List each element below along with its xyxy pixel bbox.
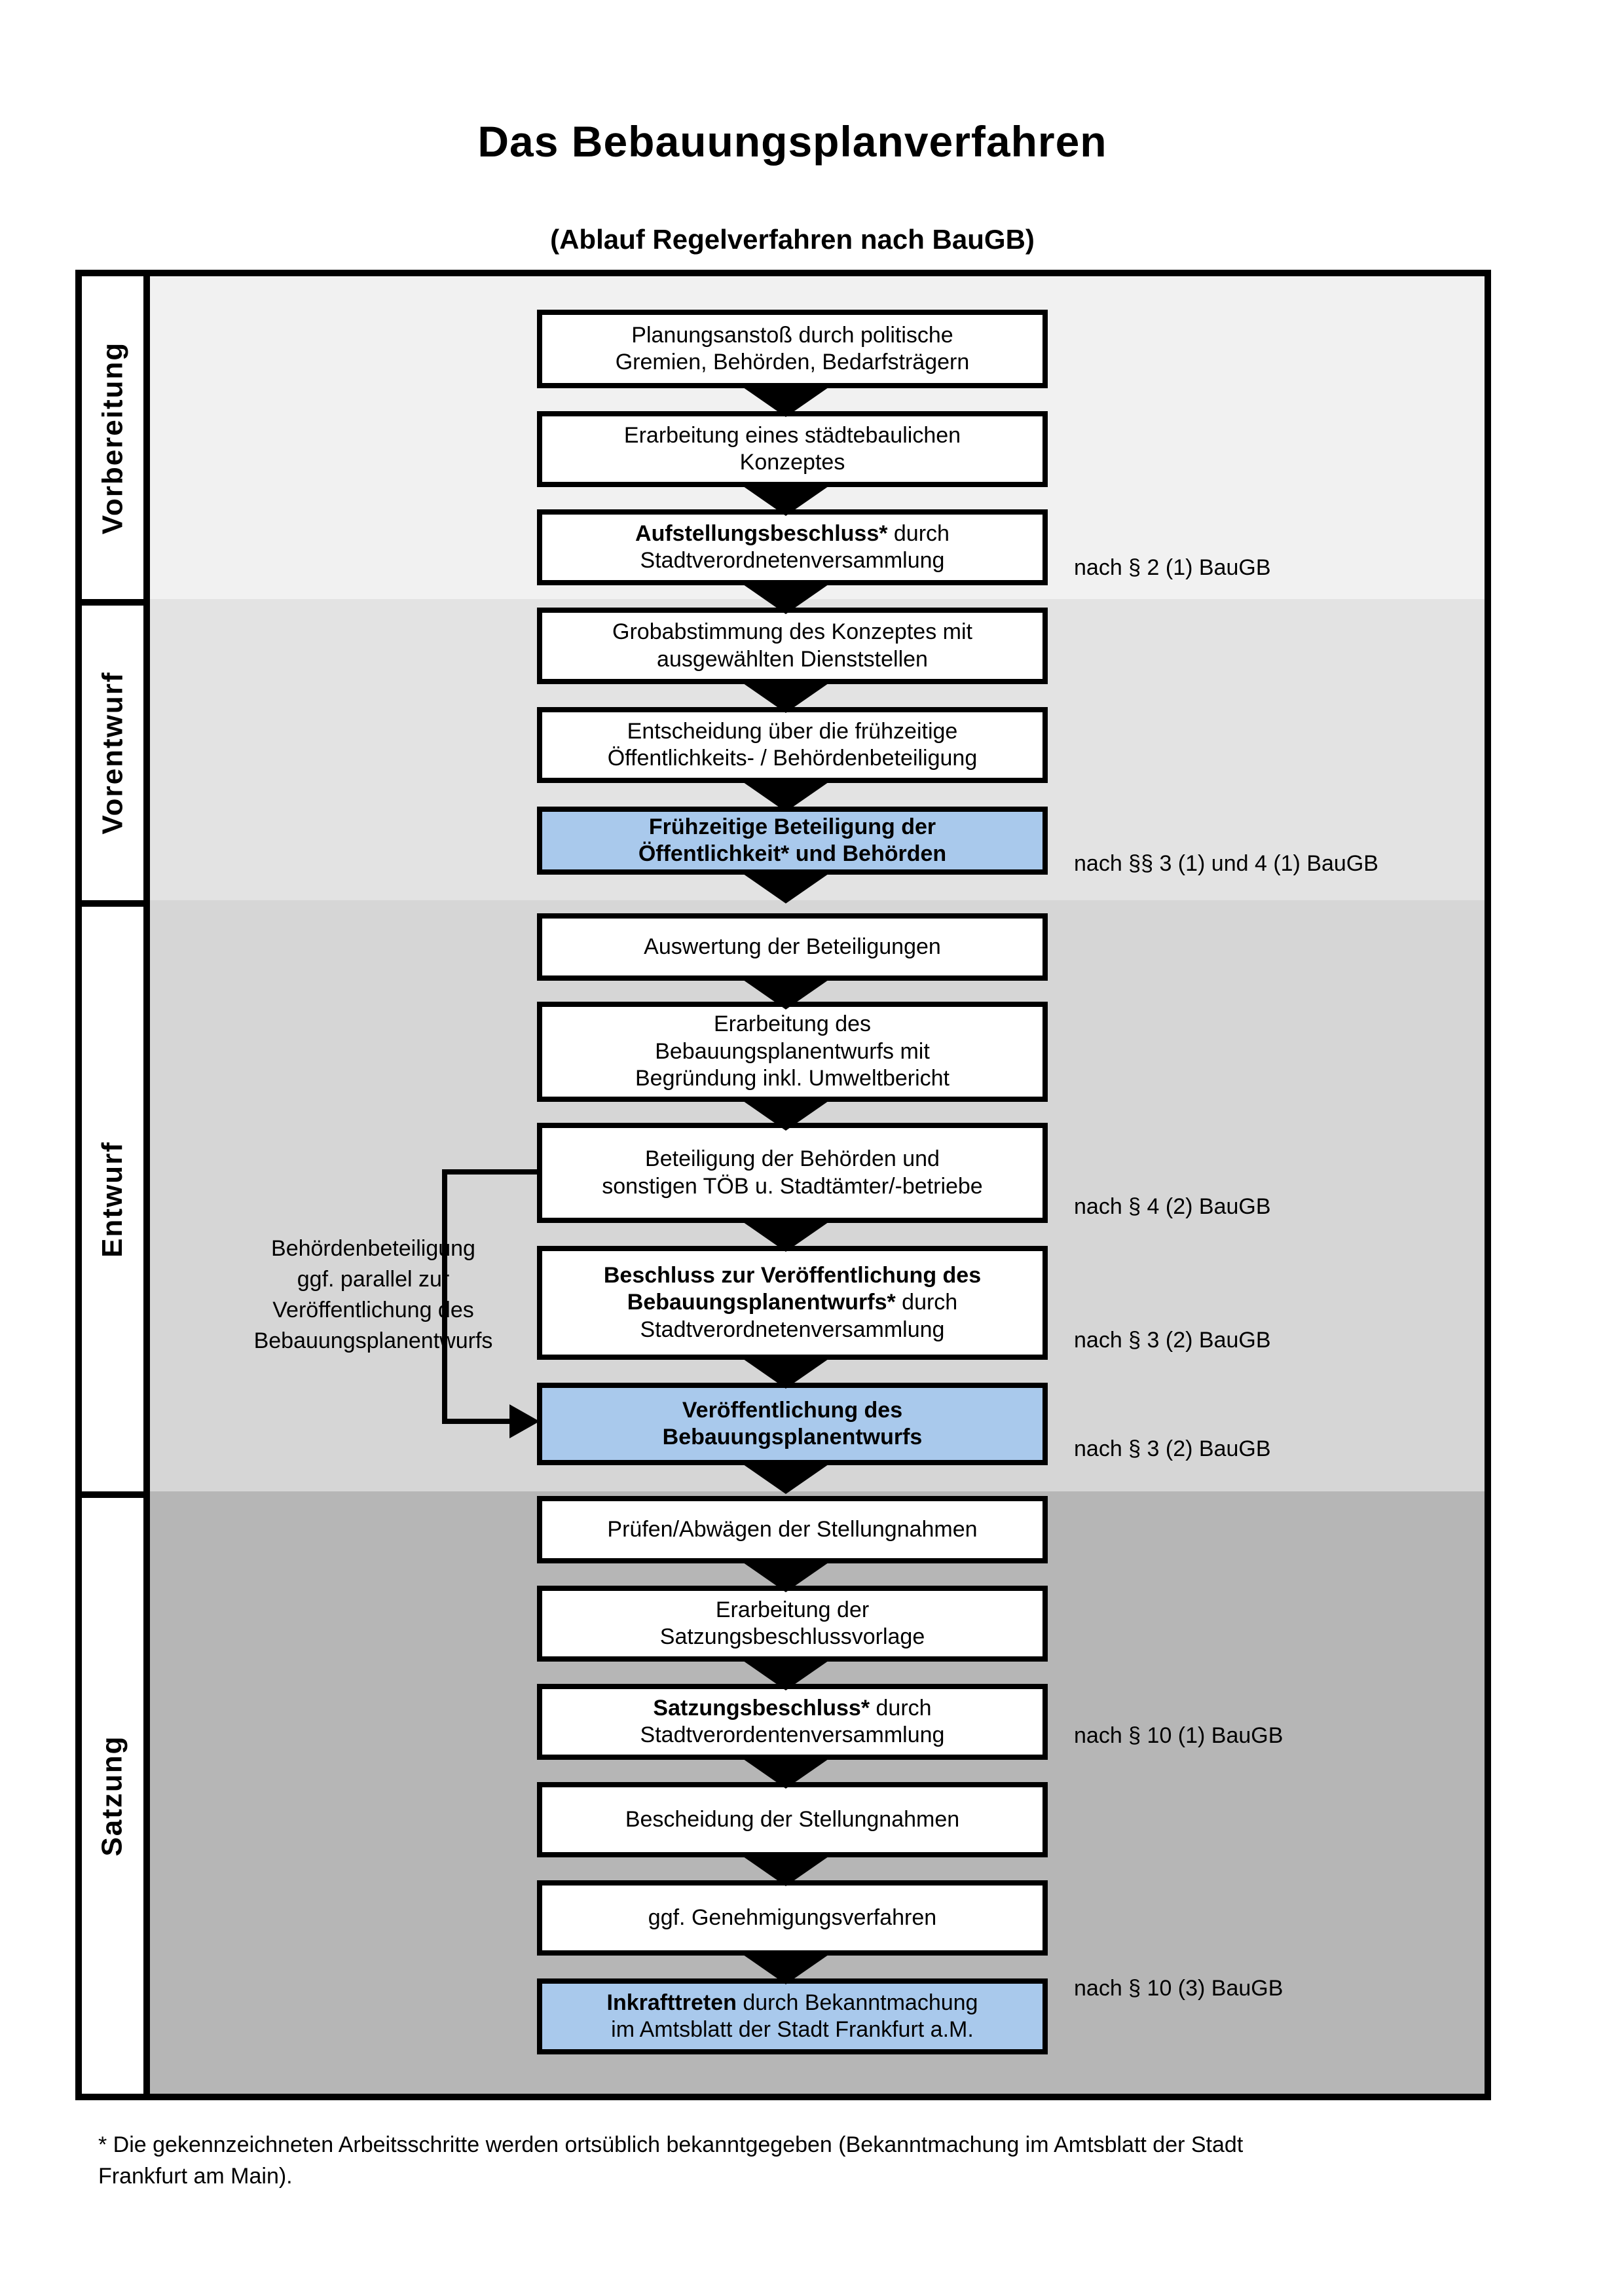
phase-label-satzung: Satzung bbox=[82, 1498, 143, 2094]
arrow-down-icon bbox=[739, 779, 833, 812]
arrow-down-icon bbox=[739, 1658, 833, 1690]
legal-reference: nach § 3 (2) BauGB bbox=[1074, 1328, 1271, 1353]
step-aufstellungsbeschluss: Aufstellungsbeschluss* durch Stadtverord… bbox=[537, 509, 1048, 585]
arrow-down-icon bbox=[739, 1356, 833, 1389]
arrow-down-icon bbox=[739, 581, 833, 614]
parallel-connector-bottom-line bbox=[442, 1419, 511, 1424]
step-auswertung: Auswertung der Beteiligungen bbox=[537, 913, 1048, 981]
phase-label-text: Vorbereitung bbox=[96, 341, 128, 534]
arrow-down-icon bbox=[739, 680, 833, 713]
parallel-connector-arrow-right-icon bbox=[509, 1404, 540, 1438]
arrow-down-icon bbox=[739, 1461, 833, 1494]
phase-separator-line bbox=[75, 900, 150, 907]
step-pruefen-abwaegen: Prüfen/Abwägen der Stellungnahmen bbox=[537, 1496, 1048, 1563]
parallel-connector-vertical-line bbox=[442, 1169, 447, 1424]
step-bescheidung: Bescheidung der Stellungnahmen bbox=[537, 1782, 1048, 1857]
phase-label-text: Vorentwurf bbox=[96, 671, 128, 835]
legal-reference: nach § 3 (2) BauGB bbox=[1074, 1436, 1271, 1461]
arrow-down-icon bbox=[739, 1559, 833, 1592]
arrow-down-icon bbox=[739, 1219, 833, 1252]
step-grobabstimmung: Grobabstimmung des Konzeptes mit ausgewä… bbox=[537, 608, 1048, 684]
label-column-divider bbox=[143, 276, 150, 2094]
step-erarbeitung-entwurf: Erarbeitung des Bebauungsplanentwurfs mi… bbox=[537, 1002, 1048, 1102]
note-line: ggf. parallel zur bbox=[297, 1266, 450, 1292]
parallel-procedure-note: Behördenbeteiligung ggf. parallel zur Ve… bbox=[183, 1233, 563, 1357]
note-line: Veröffentlichung des bbox=[272, 1297, 474, 1322]
arrow-down-icon bbox=[739, 1952, 833, 1984]
step-genehmigungsverfahren: ggf. Genehmigungsverfahren bbox=[537, 1880, 1048, 1956]
note-line: Behördenbeteiligung bbox=[271, 1236, 475, 1261]
step-fruehzeitige-beteiligung: Frühzeitige Beteiligung der Öffentlichke… bbox=[537, 807, 1048, 875]
legal-reference: nach §§ 3 (1) und 4 (1) BauGB bbox=[1074, 851, 1378, 876]
step-planungsanstoss: Planungsanstoß durch politische Gremien,… bbox=[537, 310, 1048, 388]
arrow-down-icon bbox=[739, 871, 833, 903]
note-line: Bebauungsplanentwurfs bbox=[253, 1328, 493, 1353]
phase-label-vorbereitung: Vorbereitung bbox=[82, 276, 143, 599]
parallel-connector-top-line bbox=[442, 1169, 540, 1175]
phase-label-entwurf: Entwurf bbox=[82, 907, 143, 1491]
arrow-down-icon bbox=[739, 384, 833, 417]
phase-separator-line bbox=[75, 1491, 150, 1498]
step-beteiligung-behoerden: Beteiligung der Behörden und sonstigen T… bbox=[537, 1123, 1048, 1223]
arrow-down-icon bbox=[739, 977, 833, 1010]
page-title: Das Bebauungsplanverfahren bbox=[477, 117, 1107, 166]
arrow-down-icon bbox=[739, 1853, 833, 1886]
legal-reference: nach § 4 (2) BauGB bbox=[1074, 1194, 1271, 1219]
footnote: * Die gekennzeichneten Arbeitsschritte w… bbox=[98, 2132, 1244, 2189]
phase-separator-line bbox=[75, 599, 150, 606]
phase-label-vorentwurf: Vorentwurf bbox=[82, 606, 143, 900]
legal-reference: nach § 2 (1) BauGB bbox=[1074, 555, 1271, 580]
step-beschluss-veroeffentlichung: Beschluss zur Veröffentlichung des Bebau… bbox=[537, 1246, 1048, 1360]
phase-label-text: Satzung bbox=[96, 1735, 129, 1857]
legal-reference: nach § 10 (1) BauGB bbox=[1074, 1723, 1283, 1748]
arrow-down-icon bbox=[739, 1756, 833, 1789]
step-inkrafttreten: Inkrafttreten durch Bekanntmachung im Am… bbox=[537, 1978, 1048, 2054]
phase-label-text: Entwurf bbox=[96, 1140, 129, 1258]
step-veroeffentlichung: Veröffentlichung des Bebauungsplanentwur… bbox=[537, 1383, 1048, 1465]
page-subtitle: (Ablauf Regelverfahren nach BauGB) bbox=[550, 224, 1035, 255]
step-satzungsbeschluss: Satzungsbeschluss* durch Stadtverordente… bbox=[537, 1684, 1048, 1760]
legal-reference: nach § 10 (3) BauGB bbox=[1074, 1976, 1283, 2001]
step-entscheidung-beteiligung: Entscheidung über die frühzeitige Öffent… bbox=[537, 707, 1048, 783]
arrow-down-icon bbox=[739, 483, 833, 516]
step-satzungsbeschlussvorlage: Erarbeitung der Satzungsbeschlussvorlage bbox=[537, 1586, 1048, 1662]
arrow-down-icon bbox=[739, 1098, 833, 1131]
step-erarbeitung-konzept: Erarbeitung eines städtebaulichen Konzep… bbox=[537, 411, 1048, 487]
